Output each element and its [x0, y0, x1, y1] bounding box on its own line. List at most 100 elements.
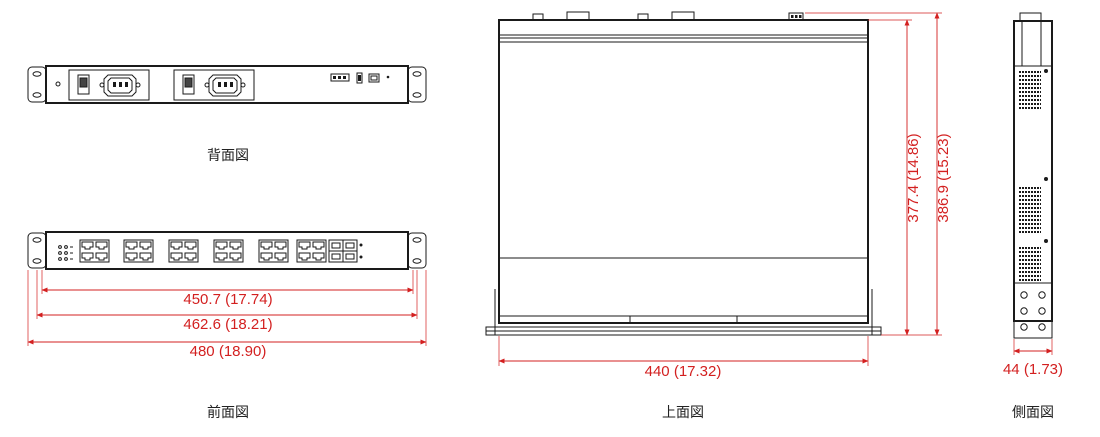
- terminal-pin: [333, 76, 336, 79]
- rj45-port-icon: [260, 252, 273, 261]
- dim-side-height: 44 (1.73): [1003, 361, 1063, 378]
- rj45-port-icon: [312, 241, 325, 250]
- usb-port-inner: [358, 75, 361, 81]
- psu-module-2: [173, 69, 255, 101]
- switch-rocker: [184, 77, 193, 88]
- psu-module-1: [68, 69, 150, 101]
- rj45-port-icon: [184, 241, 197, 250]
- rj45-port-group: [296, 239, 327, 263]
- rear-connector-bump: [566, 11, 590, 21]
- rj45-port-icon: [95, 241, 108, 250]
- power-switch-icon: [182, 74, 195, 95]
- rj45-port-group: [79, 239, 110, 263]
- ac-inlet-icon: [208, 74, 242, 97]
- rear-view: [27, 65, 427, 104]
- ear-hole: [412, 237, 422, 243]
- rj45-port-icon: [274, 252, 287, 261]
- dim-top-depth-a: 377.4 (14.86): [905, 133, 922, 222]
- top-view: [485, 11, 942, 366]
- caption-top: 上面図: [662, 405, 704, 421]
- reset-pinhole: [386, 75, 390, 79]
- ear-screw-hole: [1038, 307, 1046, 315]
- top-chassis: [498, 19, 869, 324]
- caption-front: 前面図: [207, 404, 249, 421]
- rj45-port-icon: [229, 252, 242, 261]
- console-port-inner: [370, 75, 378, 81]
- ear-hole: [412, 92, 422, 98]
- rj45-port-icon: [139, 241, 152, 250]
- power-switch-icon: [77, 74, 90, 95]
- dim-front-outer: 480 (18.90): [190, 343, 267, 360]
- ear-hole: [32, 258, 42, 264]
- terminal-pin: [343, 76, 346, 79]
- rj45-port-icon: [215, 252, 228, 261]
- ear-hole: [412, 71, 422, 77]
- rj45-port-icon: [298, 241, 311, 250]
- rj45-port-group: [168, 239, 199, 263]
- rj45-port-icon: [215, 241, 228, 250]
- ac-inlet-inner: [212, 77, 238, 94]
- inlet-screw: [240, 82, 246, 88]
- side-rack-ear: [1013, 282, 1053, 339]
- inlet-pin: [113, 82, 116, 87]
- console-port-icon: [368, 73, 380, 83]
- relay-terminal-block: [330, 73, 350, 82]
- rj45-port-group: [123, 239, 154, 263]
- led-indicators: [58, 245, 73, 261]
- inlet-screw: [99, 82, 105, 88]
- sfp-slot-icon: [345, 242, 355, 249]
- sfp-slot-icon: [331, 253, 341, 260]
- side-rear-cap: [1013, 20, 1053, 67]
- rj45-port-group: [258, 239, 289, 263]
- inlet-screw: [135, 82, 141, 88]
- dim-front-inner: 450.7 (17.74): [183, 291, 272, 308]
- terminal-pin: [338, 76, 341, 79]
- front-chassis: [45, 231, 409, 270]
- inlet-pin: [125, 82, 128, 87]
- inlet-screw: [204, 82, 210, 88]
- rj45-port-icon: [95, 252, 108, 261]
- rj45-port-icon: [125, 241, 138, 250]
- rj45-port-icon: [81, 252, 94, 261]
- rj45-port-group: [213, 239, 244, 263]
- dim-top-depth-b: 386.9 (15.23): [935, 133, 952, 222]
- dim-front-mid: 462.6 (18.21): [183, 316, 272, 333]
- usb-port-icon: [356, 72, 363, 84]
- rj45-port-icon: [229, 241, 242, 250]
- ac-inlet-icon: [103, 74, 137, 97]
- ground-screw: [55, 81, 61, 87]
- ear-screw-hole: [1020, 291, 1028, 299]
- rj45-port-icon: [139, 252, 152, 261]
- inlet-pin: [230, 82, 233, 87]
- sfp-slot-icon: [331, 242, 341, 249]
- ear-screw-hole: [1020, 323, 1028, 331]
- caption-rear: 背面図: [207, 148, 249, 164]
- ear-hole: [32, 92, 42, 98]
- rj45-port-icon: [274, 241, 287, 250]
- ear-hole: [412, 258, 422, 264]
- ear-screw-hole: [1038, 291, 1046, 299]
- rj45-port-icon: [170, 241, 183, 250]
- ear-hole: [32, 71, 42, 77]
- side-view: [1013, 12, 1053, 355]
- sfp-ports: [328, 239, 363, 263]
- rear-chassis: [45, 65, 409, 104]
- ac-inlet-inner: [107, 77, 133, 94]
- rj45-port-icon: [125, 252, 138, 261]
- caption-side: 側面図: [1012, 405, 1054, 421]
- rj45-port-groups: [79, 239, 327, 263]
- ear-hole: [32, 237, 42, 243]
- sfp-slot-icon: [345, 253, 355, 260]
- rj45-port-icon: [298, 252, 311, 261]
- ventilation-slots: [1019, 71, 1041, 281]
- dim-top-width: 440 (17.32): [645, 363, 722, 380]
- rj45-port-icon: [184, 252, 197, 261]
- rj45-port-icon: [312, 252, 325, 261]
- side-top-connector: [1019, 12, 1042, 22]
- rear-connector-bump: [671, 11, 695, 21]
- rj45-port-icon: [81, 241, 94, 250]
- inlet-pin: [218, 82, 221, 87]
- rj45-port-icon: [170, 252, 183, 261]
- inlet-pin: [119, 82, 122, 87]
